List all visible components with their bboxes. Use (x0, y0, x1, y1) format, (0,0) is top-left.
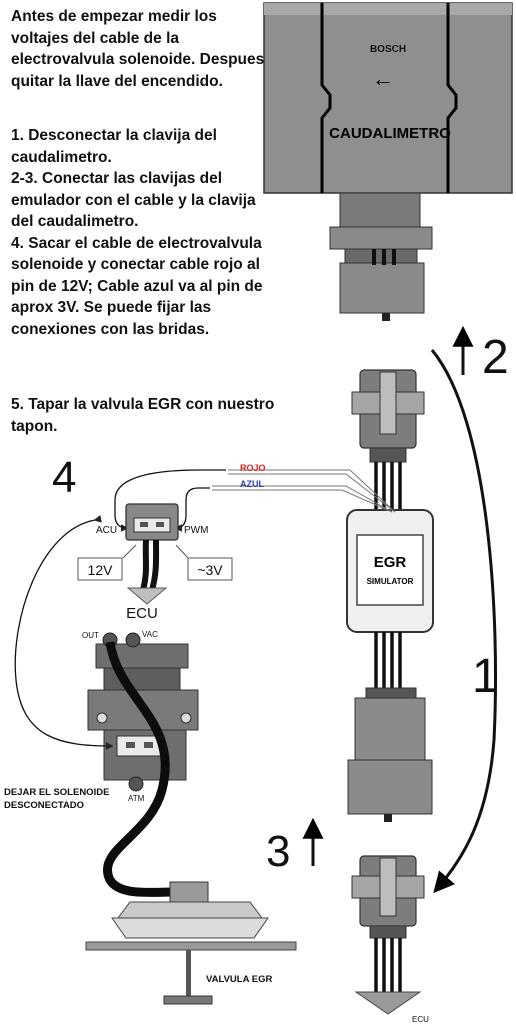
12v-leader (122, 544, 137, 559)
harness-connector-bottom (351, 855, 425, 939)
3v-label: ~3V (197, 562, 223, 578)
step-number-4: 4 (52, 453, 76, 502)
arrow-step-1 (430, 349, 497, 894)
step-number-3: 3 (266, 827, 290, 876)
solenoid-note-text-line2: DESCONECTADO (4, 800, 84, 811)
step-5: 5. Tapar la valvula EGR con nuestro tapo… (11, 396, 275, 435)
red-wire-lead (114, 469, 226, 532)
step-1: 1. Desconectar la clavija del caudalimet… (11, 127, 217, 166)
atm-port-label: ATM (128, 794, 145, 803)
harness-wires-middle (374, 632, 402, 690)
solenoid-plug (125, 503, 179, 605)
out-port-label: OUT (82, 631, 99, 640)
vac-port-label: VAC (142, 630, 158, 639)
emulator-signal-wires (212, 469, 396, 513)
harness-connector-top (351, 369, 425, 463)
step-5-text: 5. Tapar la valvula EGR con nuestro tapo… (11, 394, 301, 447)
ecu-arrow-bottom (354, 991, 422, 1015)
maf-flow-arrow: ← (372, 66, 394, 91)
egr-valve (85, 881, 297, 1005)
steps-text: 1. Desconectar la clavija del caudalimet… (11, 125, 273, 340)
ecu-label-bottom: ECU (412, 1015, 429, 1024)
3v-box (187, 557, 233, 581)
intro-text: Antes de empezar medir los voltajes del … (11, 6, 271, 102)
red-wire-label: ROJO (240, 463, 266, 473)
solenoid-note: DEJAR EL SOLENOIDE DESCONECTADO (4, 787, 112, 811)
acu-pin-label: ACU (96, 525, 117, 536)
blue-wire-label: AZUL (240, 479, 264, 489)
maf-label: CAUDALIMETRO (329, 125, 451, 142)
step-4: 4. Sacar el cable de electrovalvula sole… (11, 234, 263, 338)
step-number-2: 2 (482, 331, 509, 384)
3v-leader (175, 544, 189, 559)
emulator-subtitle: SIMULATOR (367, 577, 414, 586)
vacuum-hose (103, 641, 177, 897)
maf-brand: BOSCH (370, 44, 406, 55)
egr-valve-label: VALVULA EGR (206, 974, 272, 985)
step-2-3: 2-3. Conectar las clavijas del emulador … (11, 170, 256, 230)
solenoid-note-text: DEJAR EL SOLENOIDE (4, 787, 109, 798)
12v-label: 12V (88, 562, 114, 578)
intro-paragraph: Antes de empezar medir los voltajes del … (11, 8, 265, 90)
pwm-pin-label: PWM (184, 525, 208, 536)
arrow-plug-to-solenoid (14, 515, 114, 750)
egr-simulator: EGR SIMULATOR (346, 509, 434, 633)
ecu-label-plug: ECU (126, 605, 158, 622)
blue-wire-lead (174, 487, 210, 532)
harness-wires-lower (374, 938, 402, 992)
emulator-title: EGR (374, 554, 407, 571)
maf-sensor: BOSCH ← CAUDALIMETRO (263, 2, 513, 321)
harness-connector-middle (347, 687, 433, 822)
